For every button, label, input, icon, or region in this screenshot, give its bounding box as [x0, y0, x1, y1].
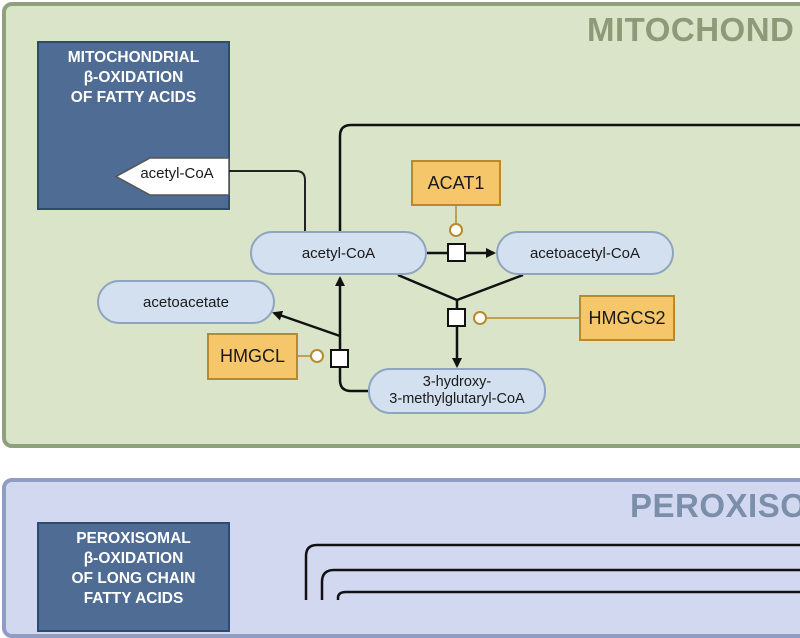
tag-link-line	[229, 170, 306, 231]
process-label-line: β-OXIDATION	[83, 69, 184, 86]
metabolite-hmg-coa[interactable]: 3-hydroxy- 3-methylglutaryl-CoA	[368, 368, 546, 414]
perox-loop-line-middle	[320, 568, 800, 600]
acat1-catalysis-circle	[449, 223, 463, 237]
metabolite-label: acetoacetate	[143, 293, 229, 311]
mitochondrion-title: MITOCHOND	[587, 11, 795, 48]
hmgcl-output-acetoacetate	[272, 310, 341, 338]
enzyme-hmgcs2[interactable]: HMGCS2	[579, 295, 675, 341]
hmgcs2-reaction-node	[447, 308, 466, 327]
pathway-connectors	[114, 123, 800, 600]
hmgcs2-input-acetoacetylcoa	[456, 273, 524, 302]
acetyl-coa-tag-label: acetyl-CoA	[140, 164, 214, 182]
metabolite-label-line1: 3-hydroxy-	[422, 374, 492, 390]
process-label-line: MITOCHONDRIAL	[67, 49, 200, 66]
enzyme-hmgcl[interactable]: HMGCL	[207, 333, 298, 380]
peroxisome-title: PEROXISO	[630, 487, 800, 524]
metabolite-label-line2: 3-methylglutaryl-CoA	[389, 391, 525, 407]
acetyl-coa-output-tag	[114, 157, 230, 196]
hmgcs2-catalysis-circle	[473, 311, 487, 325]
enzyme-label: HMGCS2	[588, 307, 666, 328]
hmgcl-catalysis-circle	[310, 349, 324, 363]
perox-loop-line-inner	[336, 590, 800, 600]
hmgcl-input-line	[338, 336, 368, 393]
outer-loop-line	[338, 123, 800, 231]
enzyme-acat1[interactable]: ACAT1	[411, 160, 501, 206]
perox-loop-line-outer	[304, 543, 800, 600]
metabolite-label: acetyl-CoA	[301, 244, 376, 262]
process-label-line: PEROXISOMAL	[76, 530, 191, 547]
process-label-line: β-OXIDATION	[83, 550, 184, 567]
metabolite-acetoacetyl-coa[interactable]: acetoacetyl-CoA	[496, 231, 674, 275]
process-label-line: OF FATTY ACIDS	[70, 89, 197, 106]
hmgcs2-input-acetylcoa	[397, 273, 458, 302]
enzyme-label: ACAT1	[427, 172, 485, 193]
metabolite-acetoacetate[interactable]: acetoacetate	[97, 280, 275, 324]
hmgcl-reaction-node	[330, 349, 349, 368]
acat1-reaction-node	[447, 243, 466, 262]
process-label-line: OF LONG CHAIN	[71, 570, 196, 587]
metabolite-acetyl-coa[interactable]: acetyl-CoA	[250, 231, 427, 275]
enzyme-label: HMGCL	[219, 346, 285, 366]
metabolite-label: acetoacetyl-CoA	[529, 244, 641, 262]
